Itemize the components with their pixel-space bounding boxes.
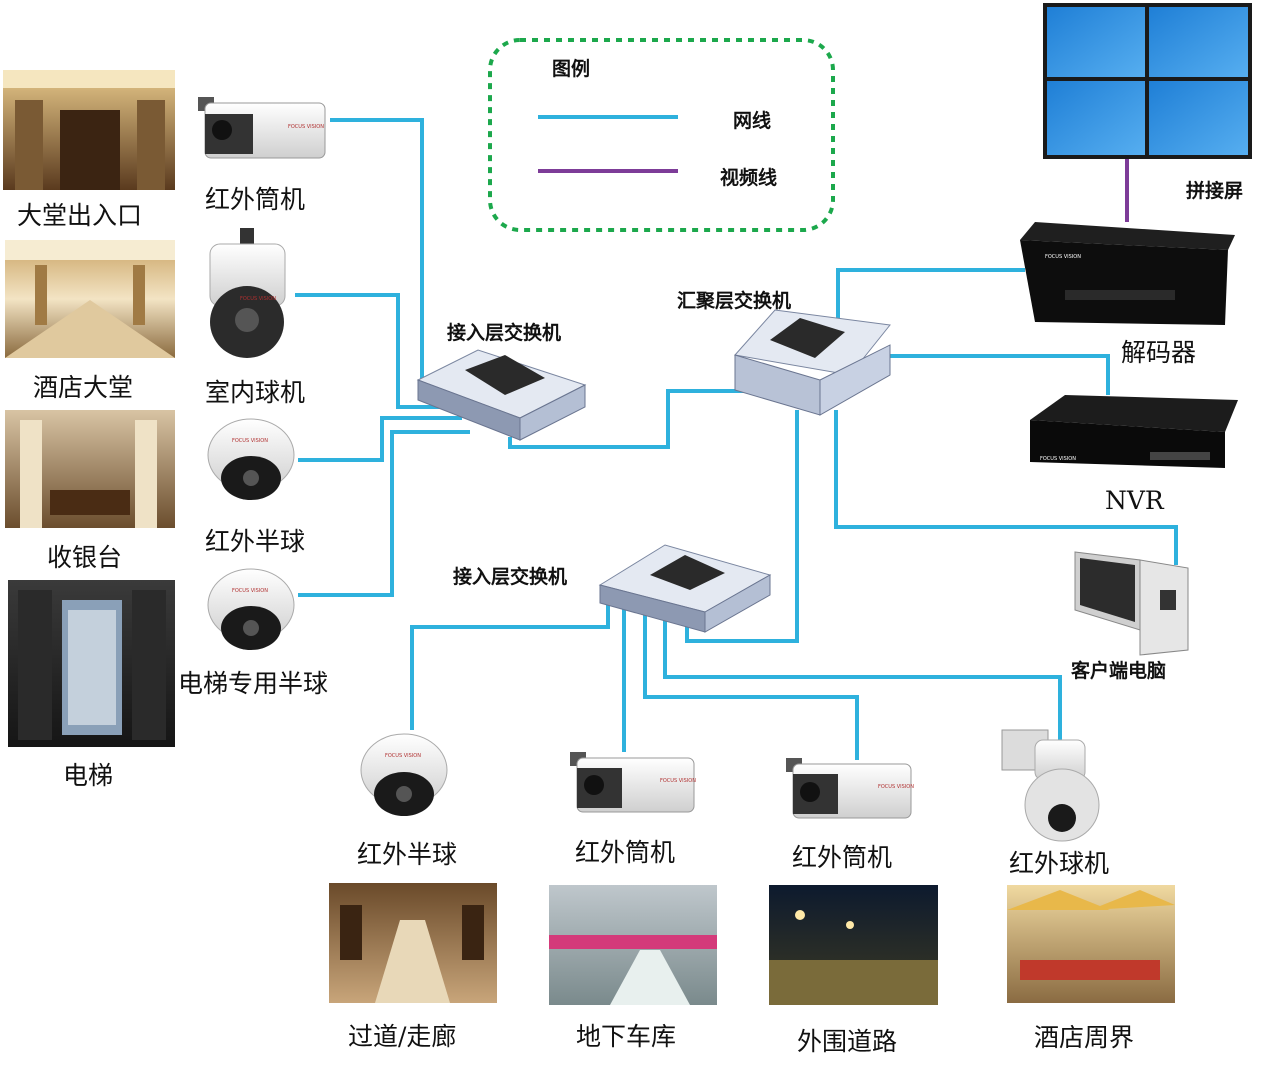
nvr <box>1030 395 1238 468</box>
legend <box>488 38 835 232</box>
device-label-client-pc: 客户端电脑 <box>1071 660 1167 682</box>
photo-cashier <box>5 410 175 528</box>
cable-cam-bullet-top <box>330 118 424 400</box>
camera-bullet-bottom-2 <box>786 758 912 819</box>
video-wall <box>1043 3 1252 159</box>
location-label-elevator: 电梯 <box>63 761 114 790</box>
photo-outer-road <box>769 885 938 1005</box>
cable-aggregation-to-nvr <box>890 354 1110 395</box>
brand-bullet-bottom-1: FOCUS VISION <box>660 778 696 784</box>
decoder <box>1020 222 1235 325</box>
cable-cam-halfdome-bottom <box>410 600 610 730</box>
camera-label-speeddome-top: 室内球机 <box>205 378 306 407</box>
legend-network-label: 网线 <box>733 110 772 132</box>
brand-decoder: FOCUS VISION <box>1045 254 1081 260</box>
location-photos-bottom <box>329 883 1175 1005</box>
photo-hotel-perimeter <box>1007 885 1175 1003</box>
location-label-hotel-perimeter: 酒店周界 <box>1034 1023 1135 1052</box>
photo-parking-garage <box>549 885 717 1005</box>
location-label-parking-garage: 地下车库 <box>576 1022 677 1051</box>
camera-label-bullet-top: 红外筒机 <box>205 185 306 214</box>
legend-video-label: 视频线 <box>720 167 778 189</box>
brand-halfdome-bottom: FOCUS VISION <box>385 753 421 759</box>
location-label-hotel-lobby: 酒店大堂 <box>33 373 134 402</box>
camera-label-elevator: 电梯专用半球 <box>178 669 329 698</box>
camera-label-halfdome-bottom: 红外半球 <box>357 840 458 869</box>
photo-hotel-lobby <box>5 240 175 358</box>
camera-halfdome-bottom <box>360 733 448 816</box>
cable-cam-speeddome-top <box>295 293 460 409</box>
aggregation-switch <box>734 309 891 416</box>
switch-label-aggregation: 汇聚层交换机 <box>677 290 792 312</box>
camera-ptz-bottom <box>1001 729 1100 842</box>
camera-speeddome-top <box>209 228 286 358</box>
location-label-corridor: 过道/走廊 <box>348 1022 457 1051</box>
location-label-outer-road: 外围道路 <box>797 1027 898 1056</box>
location-label-cashier: 收银台 <box>47 543 123 572</box>
brand-bullet-top: FOCUS VISION <box>288 124 324 130</box>
camera-bullet-bottom-1 <box>570 752 695 813</box>
camera-bullet-top <box>198 97 326 159</box>
cable-cam-bullet-bottom-2 <box>643 605 859 760</box>
brand-nvr: FOCUS VISION <box>1040 456 1076 462</box>
device-label-video-wall: 拼接屏 <box>1186 180 1244 202</box>
cable-aggregation-to-pc <box>834 410 1178 565</box>
photo-elevator <box>8 580 175 747</box>
access-switch-bottom <box>598 544 772 633</box>
location-label-lobby-entrance: 大堂出入口 <box>17 201 143 230</box>
cable-access-top-to-aggregation <box>508 389 750 449</box>
photo-lobby-entrance <box>3 70 175 190</box>
cable-access-bottom-to-aggregation <box>685 410 799 643</box>
cable-cam-halfdome-top <box>298 416 462 462</box>
client-pc <box>1074 551 1189 656</box>
brand-halfdome-top: FOCUS VISION <box>232 438 268 444</box>
photo-corridor <box>329 883 497 1003</box>
switch-label-access-bottom: 接入层交换机 <box>453 566 568 588</box>
location-photos-left <box>3 70 175 747</box>
brand-elevator-dome: FOCUS VISION <box>232 588 268 594</box>
camera-label-bullet-bottom-2: 红外筒机 <box>792 843 893 872</box>
cable-cam-ptz-bottom <box>663 607 1062 740</box>
camera-halfdome-top <box>207 418 295 500</box>
access-switch-top <box>416 349 587 441</box>
legend-border <box>488 38 835 232</box>
camera-elevator-dome <box>207 568 295 650</box>
switch-label-access-top: 接入层交换机 <box>447 322 562 344</box>
cable-cam-elevator <box>298 430 470 597</box>
brand-speeddome-top: FOCUS VISION <box>240 296 276 302</box>
camera-label-ptz-bottom: 红外球机 <box>1009 849 1110 878</box>
camera-label-bullet-bottom-1: 红外筒机 <box>575 838 676 867</box>
legend-title: 图例 <box>552 58 591 80</box>
device-label-decoder: 解码器 <box>1121 338 1197 367</box>
camera-label-halfdome-top: 红外半球 <box>205 527 306 556</box>
device-label-nvr: NVR <box>1105 486 1164 515</box>
brand-bullet-bottom-2: FOCUS VISION <box>878 784 914 790</box>
